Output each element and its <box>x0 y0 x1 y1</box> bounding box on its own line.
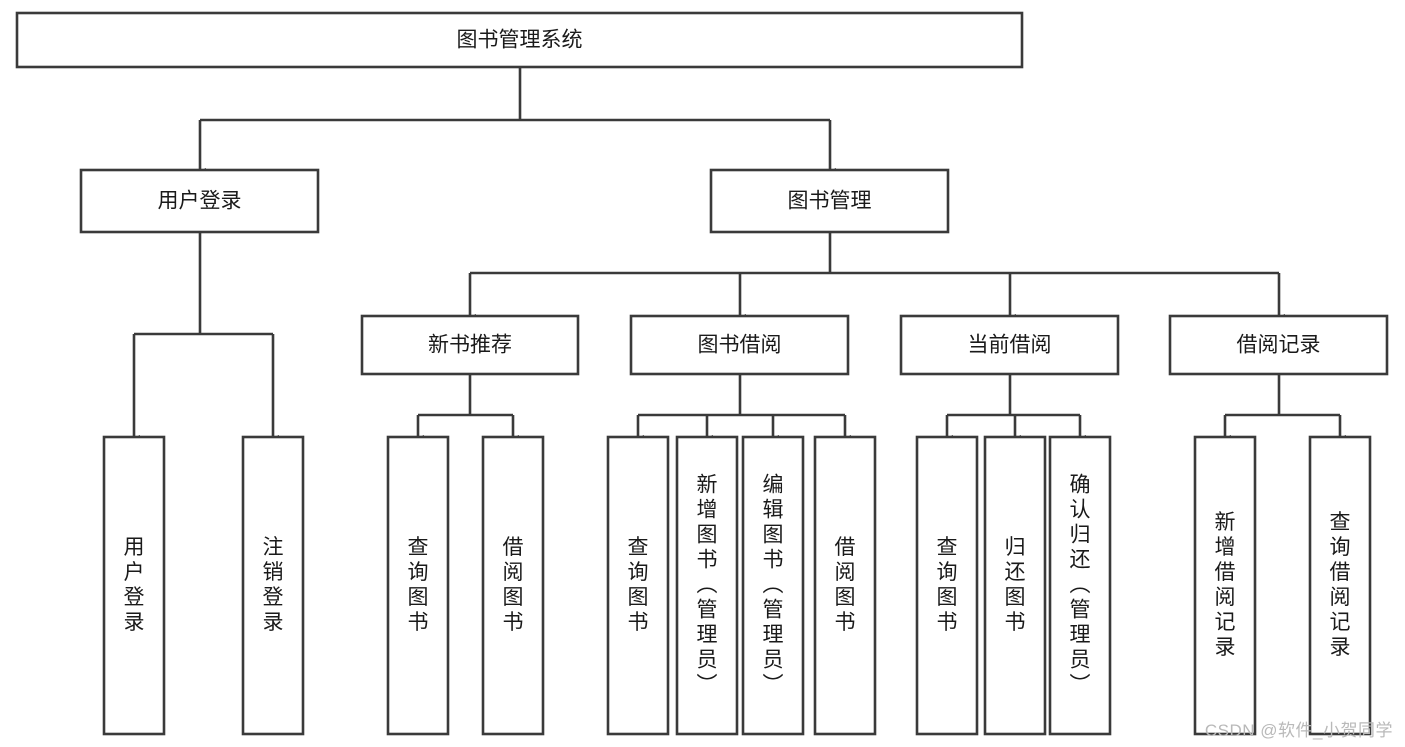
node-current-borrow[interactable]: 当前借阅 <box>899 314 1120 376</box>
node-label-vertical: 注销登录 <box>263 536 284 634</box>
node-box <box>79 168 320 234</box>
node-box <box>983 435 1047 736</box>
edge-group-root <box>194 67 836 178</box>
node-user-login[interactable]: 用户登录 <box>79 168 320 234</box>
node-layer: 图书管理系统用户登录图书管理新书推荐图书借阅当前借阅借阅记录用户登录注销登录查询… <box>15 11 1389 736</box>
node-leaf-user-logout[interactable]: 注销登录 <box>241 435 305 736</box>
node-box <box>629 314 850 376</box>
node-label-vertical: 确认归还︵管理员︶ <box>1070 474 1091 697</box>
edge-group-user-login <box>128 232 279 445</box>
node-label: 新书推荐 <box>428 334 512 357</box>
node-label-vertical: 归还图书 <box>1005 536 1026 634</box>
node-label-vertical: 借阅图书 <box>835 536 856 634</box>
node-label: 借阅记录 <box>1237 334 1321 357</box>
node-book-manage[interactable]: 图书管理 <box>709 168 950 234</box>
edge-group-book-borrow <box>632 374 851 445</box>
node-leaf-query-book-borrow[interactable]: 查询图书 <box>606 435 670 736</box>
node-label-vertical: 查询图书 <box>628 536 649 634</box>
edge-layer <box>128 67 1346 445</box>
node-leaf-add-book[interactable]: 新增图书︵管理员︶ <box>675 435 739 736</box>
node-leaf-confirm-return[interactable]: 确认归还︵管理员︶ <box>1048 435 1112 736</box>
node-box <box>1193 435 1257 736</box>
node-leaf-borrow-book[interactable]: 借阅图书 <box>813 435 877 736</box>
edge-group-new-book-rec <box>412 374 519 445</box>
node-borrow-record[interactable]: 借阅记录 <box>1168 314 1389 376</box>
node-box <box>899 314 1120 376</box>
edge-group-borrow-record <box>1219 374 1346 445</box>
node-box <box>241 435 305 736</box>
node-leaf-user-login[interactable]: 用户登录 <box>102 435 166 736</box>
node-box <box>606 435 670 736</box>
node-box <box>102 435 166 736</box>
node-label: 图书借阅 <box>698 334 782 357</box>
node-box <box>709 168 950 234</box>
node-leaf-edit-book[interactable]: 编辑图书︵管理员︶ <box>741 435 805 736</box>
node-box <box>360 314 580 376</box>
node-label: 图书管理 <box>788 190 872 213</box>
node-leaf-borrow-book-rec[interactable]: 借阅图书 <box>481 435 545 736</box>
node-leaf-query-book-rec[interactable]: 查询图书 <box>386 435 450 736</box>
edge-group-current-borrow <box>941 374 1086 445</box>
node-box <box>675 435 739 736</box>
node-label-vertical: 新增图书︵管理员︶ <box>697 474 718 697</box>
edge-group-book-manage <box>464 232 1285 324</box>
node-label-vertical: 查询图书 <box>408 536 429 634</box>
node-label-vertical: 查询图书 <box>937 536 958 634</box>
node-label-vertical: 用户登录 <box>124 536 145 634</box>
node-label-vertical: 新增借阅记录 <box>1215 511 1236 659</box>
node-label: 当前借阅 <box>968 334 1052 357</box>
node-new-book-rec[interactable]: 新书推荐 <box>360 314 580 376</box>
node-label-vertical: 编辑图书︵管理员︶ <box>763 474 784 697</box>
node-leaf-add-record[interactable]: 新增借阅记录 <box>1193 435 1257 736</box>
node-label-vertical: 查询借阅记录 <box>1330 511 1351 659</box>
node-leaf-query-book-current[interactable]: 查询图书 <box>915 435 979 736</box>
node-box <box>915 435 979 736</box>
node-label: 用户登录 <box>158 190 242 213</box>
node-leaf-query-record[interactable]: 查询借阅记录 <box>1308 435 1372 736</box>
node-book-borrow[interactable]: 图书借阅 <box>629 314 850 376</box>
node-label: 图书管理系统 <box>457 29 583 52</box>
node-box <box>1048 435 1112 736</box>
node-label-vertical: 借阅图书 <box>503 536 524 634</box>
node-box <box>386 435 450 736</box>
node-box <box>813 435 877 736</box>
node-box <box>1308 435 1372 736</box>
node-box <box>481 435 545 736</box>
node-box <box>1168 314 1389 376</box>
node-box <box>741 435 805 736</box>
node-box <box>15 11 1024 69</box>
node-root[interactable]: 图书管理系统 <box>15 11 1024 69</box>
node-leaf-return-book[interactable]: 归还图书 <box>983 435 1047 736</box>
